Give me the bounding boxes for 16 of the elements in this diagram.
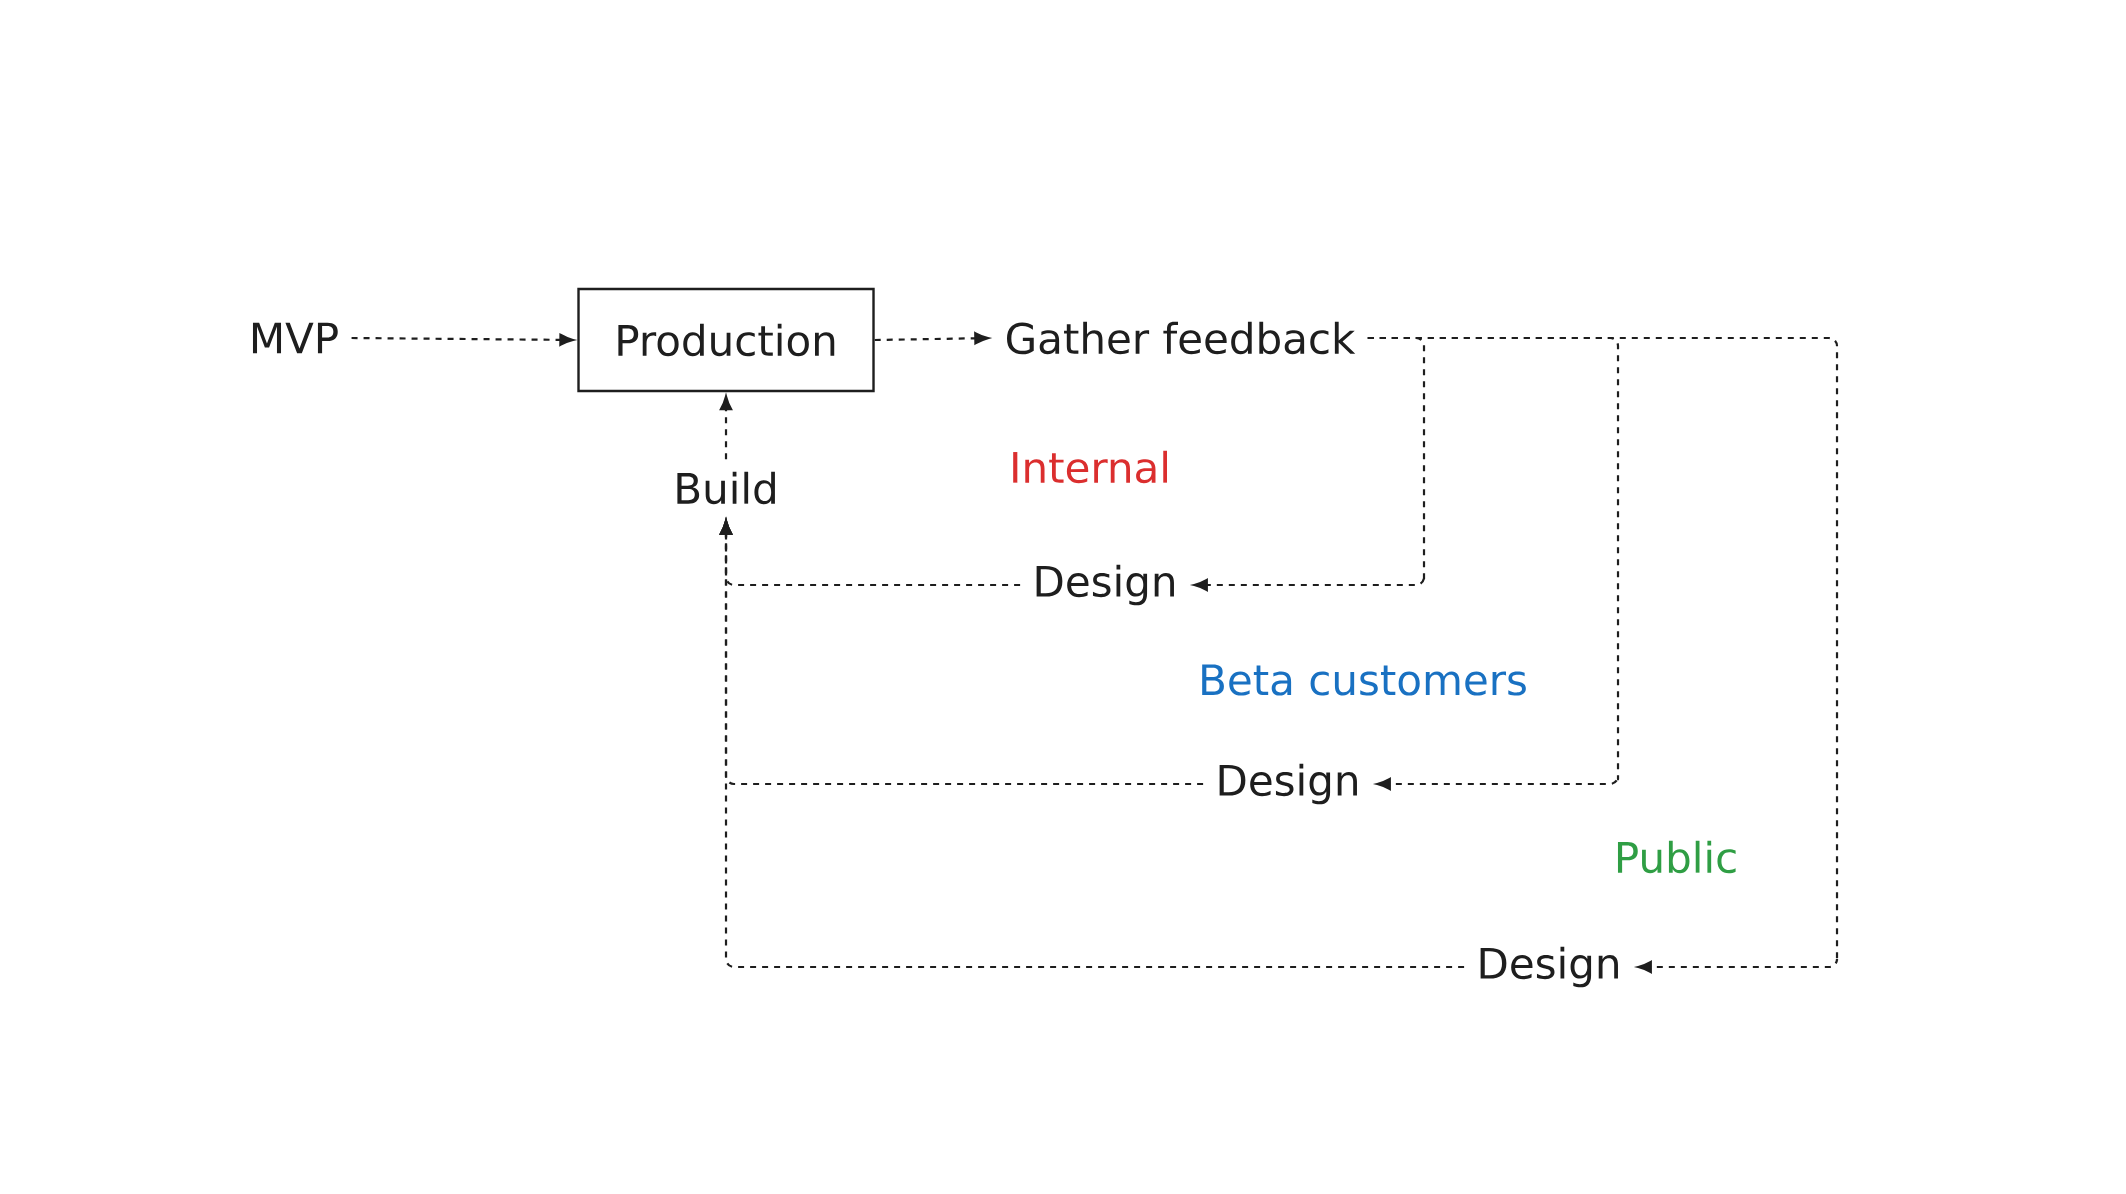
- step-text: Design: [1219, 763, 1357, 805]
- arrow: [1367, 336, 1839, 974]
- group-label: Beta customers: [1202, 664, 1526, 696]
- group-label: Public: [1617, 840, 1736, 874]
- group-label: Internal: [1013, 450, 1168, 484]
- arrow: [1193, 336, 1426, 592]
- arrow: [719, 519, 1465, 969]
- step-text: Gather feedback: [1007, 321, 1356, 355]
- process-box: Production: [577, 287, 875, 393]
- arrow: [719, 395, 733, 460]
- step-text: MVP: [252, 322, 338, 354]
- step-text: Design: [1036, 564, 1174, 606]
- arrow: [874, 332, 989, 345]
- arrow: [351, 333, 575, 346]
- step-text: Build: [677, 471, 775, 505]
- step-text: Design: [1480, 946, 1618, 988]
